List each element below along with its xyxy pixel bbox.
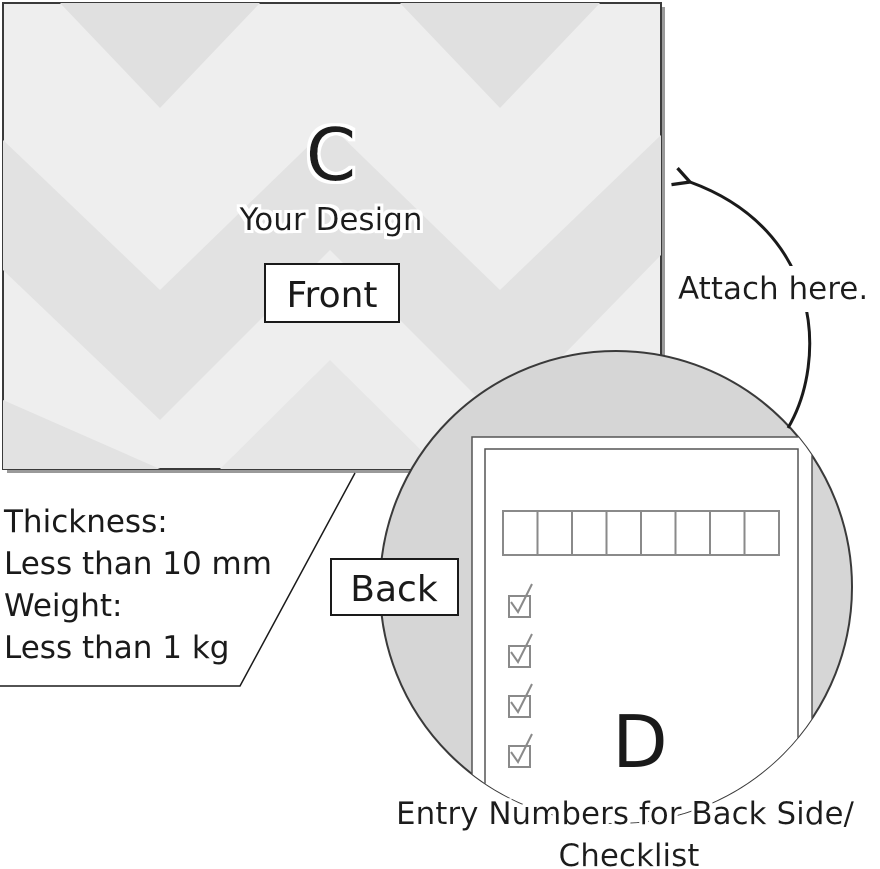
check-mark-icon <box>510 683 533 714</box>
specs-line-3: Weight: <box>4 588 122 624</box>
specs-callout: Thickness: Less than 10 mm Weight: Less … <box>0 472 356 687</box>
specs-line-2: Less than 10 mm <box>4 546 272 582</box>
back-caption-line-2: Checklist <box>559 838 700 869</box>
checklist-item <box>508 733 533 768</box>
checkbox-square <box>508 645 531 668</box>
check-mark-icon <box>510 633 533 664</box>
checklist-item <box>508 683 533 718</box>
attach-indicator: Attach here. <box>674 182 880 429</box>
checkbox-square <box>508 595 531 618</box>
front-letter: C <box>306 113 356 197</box>
attach-label-bg <box>674 266 880 312</box>
specs-line-4: Less than 1 kg <box>4 630 229 666</box>
checklist-item <box>508 583 533 618</box>
checkbox-square <box>508 695 531 718</box>
back-detail: D Back Entry Numbers for Back Side/ Chec… <box>330 350 855 869</box>
front-label: Front <box>286 275 377 316</box>
entry-number-boxes <box>502 510 780 556</box>
back-caption-line-1: Entry Numbers for Back Side/ <box>396 796 855 832</box>
attach-label: Attach here. <box>678 271 868 307</box>
back-label: Back <box>350 569 438 610</box>
front-subtitle: Your Design <box>238 202 422 238</box>
callout-leader-line <box>0 472 356 687</box>
back-letter: D <box>612 700 667 784</box>
check-mark-icon <box>510 583 533 614</box>
checklist-item <box>508 633 533 668</box>
check-mark-icon <box>510 733 533 764</box>
specs-line-1: Thickness: <box>3 504 168 540</box>
front-label-box <box>264 263 400 323</box>
checklist <box>508 583 533 768</box>
checkbox-square <box>508 745 531 768</box>
back-label-box <box>330 558 459 616</box>
